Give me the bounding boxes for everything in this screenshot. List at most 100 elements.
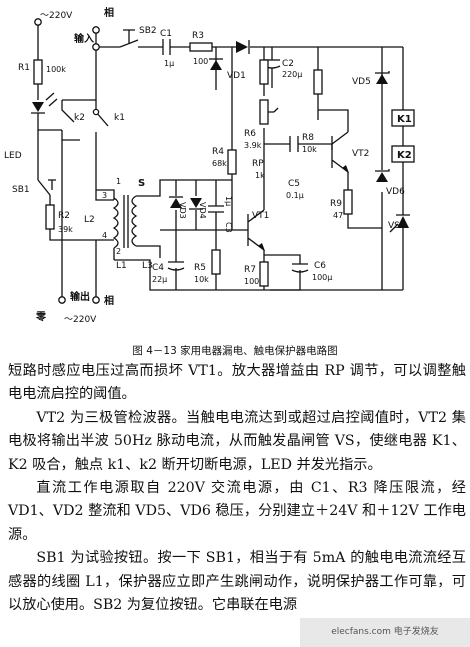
label-r4-value: 68k (212, 159, 227, 168)
label-vd6: VD6 (386, 187, 405, 197)
vt2-transistor (318, 109, 349, 173)
label-node-1: 1 (116, 177, 121, 186)
article-body: 短路时感应电压过高而损坏 VT1。放大器增益由 RP 调节，可以调整触电电流启控… (8, 360, 466, 617)
label-c4-value: 22μ (152, 275, 167, 284)
c4-capacitor (167, 261, 185, 271)
label-r9: R9 (330, 199, 342, 209)
c6-capacitor (291, 263, 309, 273)
label-c2: C2 (282, 59, 294, 69)
label-r2: R2 (58, 211, 70, 221)
paragraph: SB1 为试验按钮。按一下 SB1，相当于有 5mA 的触电电流流经互感器的线圈… (8, 550, 466, 614)
led-indicator (31, 92, 62, 131)
label-r8-value: 10k (302, 145, 317, 154)
vd4-diode (189, 198, 203, 210)
sb2-reset-button-symbol (119, 29, 139, 48)
c5-capacitor (289, 136, 299, 152)
label-node-2: 2 (116, 247, 121, 256)
watermark-logo: elecfans.com 电子发烧友 (300, 618, 470, 647)
rp-potentiometer (259, 99, 269, 125)
label-r6-value: 3.9k (244, 141, 262, 150)
label-phase: 相 (104, 6, 114, 19)
label-node-4: 4 (102, 231, 107, 240)
vd2-diode (236, 40, 250, 54)
label-relay-k1: K1 (397, 114, 412, 125)
output-phase-terminal (92, 296, 100, 304)
r4-resistor (227, 149, 237, 175)
vd5-zener-diode (375, 71, 390, 84)
relay-k2 (391, 145, 415, 163)
label-led: LED (4, 151, 22, 161)
output-neutral-terminal (58, 296, 66, 304)
input-phase-terminal (92, 26, 100, 34)
label-r5-value: 10k (194, 275, 209, 284)
label-output-voltage: ～220V (64, 315, 97, 325)
c1-capacitor (162, 39, 178, 55)
label-vs: VS (388, 221, 400, 231)
label-output: 输出 (70, 290, 90, 303)
label-vd5: VD5 (352, 77, 371, 87)
r2-resistor (45, 204, 55, 230)
relay-k1 (391, 109, 415, 127)
label-vt1: VT1 (252, 211, 269, 221)
label-r5: R5 (194, 263, 206, 273)
label-c5-value: 0.1μ (286, 191, 304, 200)
label-l1: L1 (116, 261, 127, 271)
r9-resistor (343, 189, 353, 215)
r3-resistor (189, 42, 213, 52)
label-r3: R3 (192, 31, 204, 41)
label-neutral: 零 (35, 310, 47, 323)
label-l2: L2 (84, 215, 95, 225)
label-sb2: SB2 (139, 26, 157, 36)
label-r9-value: 47 (333, 211, 343, 220)
label-r1-value: 100k (46, 65, 66, 74)
circuit-diagram: ～220V 相 输入 SB2 C1 1μ R3 100 VD1 C2 220μ … (4, 6, 415, 325)
label-l3: L3 (142, 261, 153, 271)
label-node-3: 3 (102, 191, 107, 200)
label-input: 输入 (74, 32, 94, 45)
label-c2-value: 220μ (282, 70, 302, 79)
label-c3-value: 1μ (224, 196, 233, 206)
vd3-diode (169, 196, 183, 208)
label-r7: R7 (244, 265, 256, 275)
label-rp-value: 1k (255, 171, 265, 180)
label-r1: R1 (18, 63, 30, 73)
label-vd1: VD1 (227, 71, 246, 81)
label-vd4: VD4 (198, 202, 207, 219)
r1-resistor (33, 59, 43, 85)
label-r8: R8 (302, 133, 314, 143)
label-r2-value: 39k (58, 225, 73, 234)
label-c3: C3 (224, 222, 233, 233)
label-r6: R6 (244, 129, 256, 139)
label-r3-value: 100 (193, 57, 208, 66)
label-r7-value: 100 (244, 277, 259, 286)
label-rp: RP (252, 159, 264, 169)
label-sb1: SB1 (12, 185, 30, 195)
vt1-transistor (247, 209, 265, 251)
label-k1: k1 (114, 113, 125, 123)
r8-resistor (313, 69, 323, 95)
r6-resistor (259, 59, 269, 85)
label-c6: C6 (314, 261, 326, 271)
c3-capacitor (208, 205, 224, 213)
label-c1: C1 (160, 29, 172, 39)
label-input-voltage: ～220V (40, 11, 73, 21)
label-vt2: VT2 (352, 149, 369, 159)
vs-thyristor (389, 205, 410, 290)
vd6-zener-diode (375, 169, 390, 182)
paragraph: VT2 为三极管检波器。当触电电流达到或超过启控阈值时，VT2 集电极将输出半波… (8, 409, 466, 473)
label-output-phase: 相 (104, 294, 114, 307)
r7-resistor (259, 261, 269, 287)
k1-contact (92, 100, 109, 180)
label-r4: R4 (212, 147, 224, 157)
label-c1-value: 1μ (164, 59, 174, 68)
figure-caption: 图 4－13 家用电器漏电、触电保护器电路图 (132, 345, 338, 357)
label-c5: C5 (288, 179, 300, 189)
r5-resistor (211, 249, 221, 275)
vd1-diode (209, 58, 223, 70)
label-c4: C4 (152, 263, 164, 273)
label-c6-value: 100μ (312, 273, 332, 282)
label-s: S (138, 178, 145, 189)
label-relay-k2: K2 (397, 150, 412, 161)
label-vd3: VD3 (178, 202, 187, 219)
paragraph: 短路时感应电压过高而损坏 VT1。放大器增益由 RP 调节，可以调整触电电流启控… (8, 363, 466, 403)
